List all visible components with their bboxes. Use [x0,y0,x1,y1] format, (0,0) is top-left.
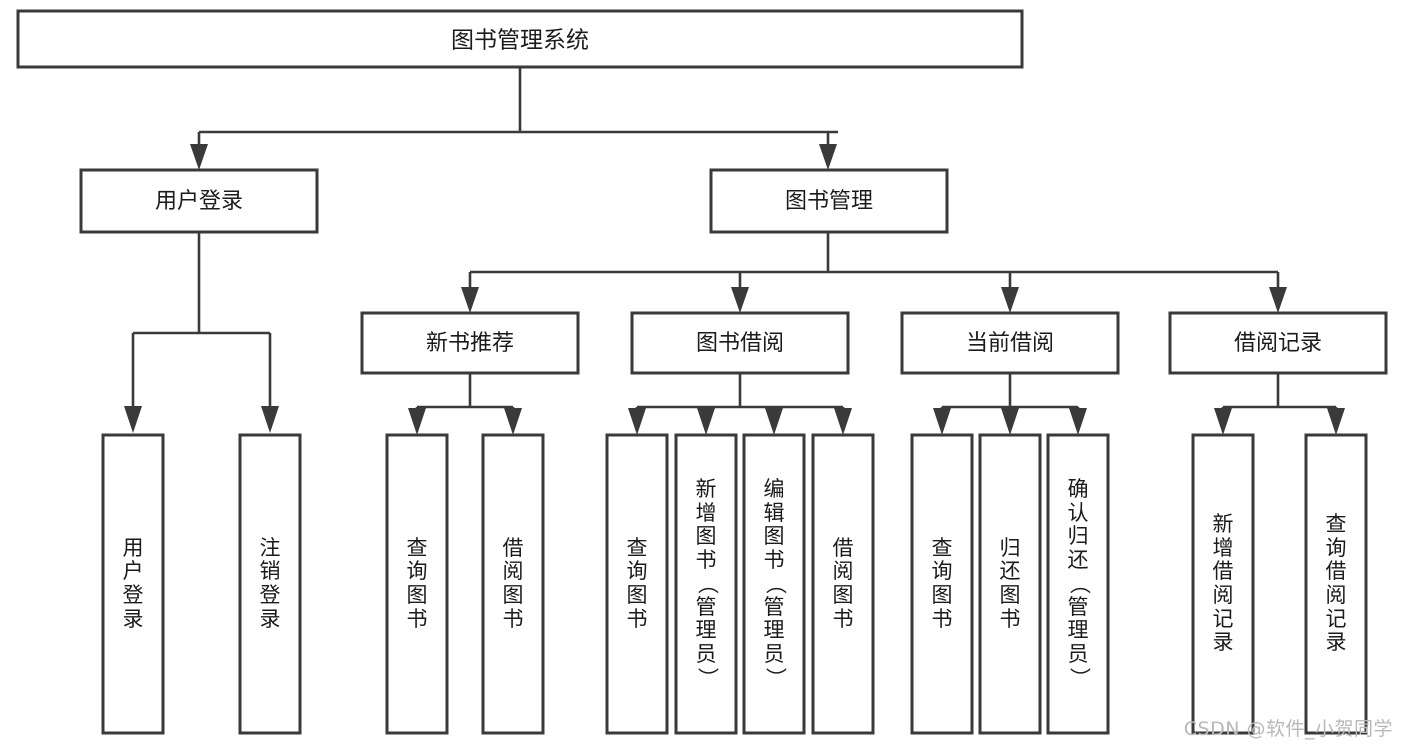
arrowhead-current-leaf3 [1069,408,1087,435]
arrowhead-current-leaf1 [933,408,951,435]
node-user-login-box[interactable] [79,168,319,234]
node-book-borrow-box[interactable] [630,311,850,375]
leaf-box-borrow-query[interactable] [605,433,669,735]
arrowhead-borrow [731,287,749,313]
node-root-label: 图书管理系统 [451,28,589,54]
node-borrow-record-label: 借阅记录 [1234,331,1322,356]
leaf-box-newbook-borrow[interactable] [481,433,545,735]
node-new-book-recommend-label: 新书推荐 [426,331,514,356]
arrowhead-borrow-leaf4 [834,408,852,435]
watermark-text: CSDN @软件_小贺同学 [1183,718,1393,740]
arrowhead-newbook-leaf1 [408,408,426,435]
leaf-box-borrow-add[interactable] [674,433,738,735]
leaf-box-user-login-logout[interactable] [238,433,302,735]
node-book-management-box[interactable] [709,168,949,234]
arrowhead-record-leaf1 [1214,408,1232,435]
leaf-box-current-return[interactable] [978,433,1042,735]
node-book-borrow-label: 图书借阅 [696,331,784,356]
node-new-book-recommend-box[interactable] [360,311,580,375]
node-current-borrow-box[interactable] [900,311,1120,375]
arrowhead-borrow-leaf3 [765,408,783,435]
arrowhead-borrow-leaf2 [697,408,715,435]
arrowhead-newbook [461,287,479,313]
arrowhead-record-leaf2 [1327,408,1345,435]
node-borrow-record-box[interactable] [1168,311,1388,375]
leaf-box-borrow-lend[interactable] [811,433,875,735]
node-user-login-label: 用户登录 [155,189,243,214]
leaf-box-current-query[interactable] [910,433,974,735]
arrowhead-current [1001,287,1019,313]
leaf-box-record-query[interactable] [1304,433,1368,735]
arrowhead-current-leaf2 [1001,408,1019,435]
arrowhead-record [1269,287,1287,313]
leaf-box-newbook-query[interactable] [385,433,449,735]
connector-layer [124,67,1345,435]
arrowhead-borrow-leaf1 [628,408,646,435]
leaf-box-current-confirm[interactable] [1046,433,1110,735]
arrowhead-userlogin-leaf1 [124,406,142,433]
node-root-box[interactable] [16,9,1024,69]
leaf-box-borrow-edit[interactable] [742,433,806,735]
leaf-box-user-login-login[interactable] [101,433,165,735]
arrowhead-newbook-leaf2 [504,408,522,435]
node-current-borrow-label: 当前借阅 [966,331,1054,356]
arrowhead-userlogin-leaf2 [261,406,279,433]
arrowhead-book-mgmt [819,144,837,170]
arrowhead-user-login [190,144,208,170]
node-book-management-label: 图书管理 [785,189,873,214]
node-layer: 图书管理系统 用户登录 图书管理 新书推荐 图书借阅 当前借阅 借阅记录 [16,9,1388,735]
leaf-box-record-add[interactable] [1191,433,1255,735]
